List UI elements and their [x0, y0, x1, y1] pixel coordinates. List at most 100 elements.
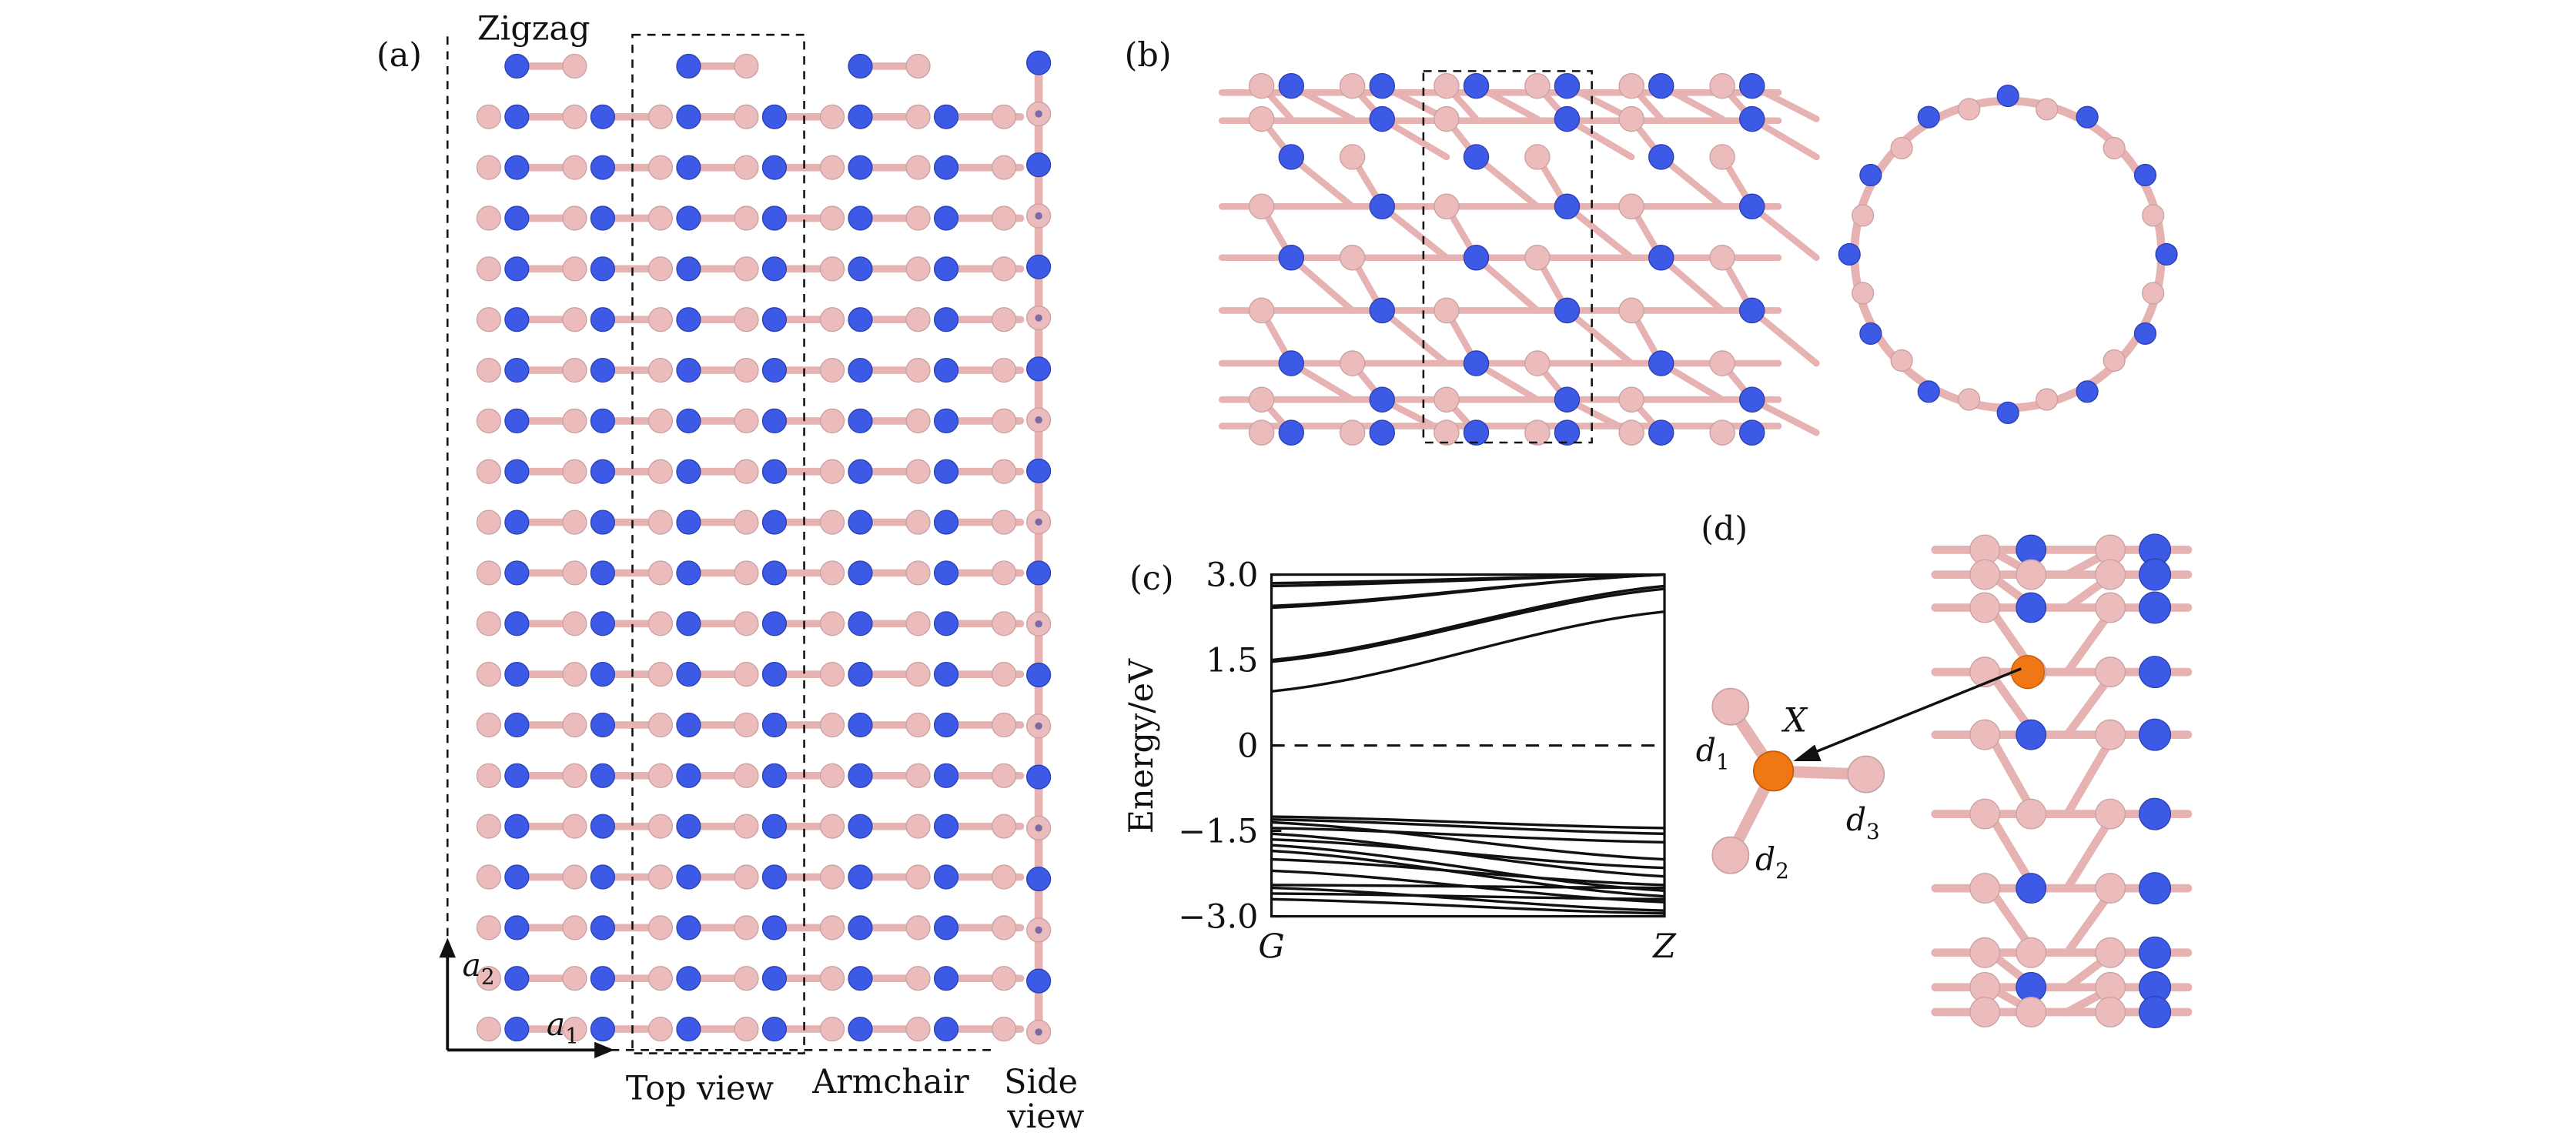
- nitrogen-atom: [761, 459, 788, 484]
- boron-atom: [1709, 419, 1735, 446]
- boron-atom: [1852, 282, 1875, 305]
- boron-atom: [905, 864, 931, 890]
- boron-atom: [476, 205, 501, 231]
- overlap-dot: [1035, 1028, 1042, 1036]
- nitrogen-atom: [1648, 72, 1674, 99]
- nitrogen-atom: [761, 864, 788, 890]
- boron-atom: [1969, 559, 2001, 590]
- nitrogen-atom: [1463, 245, 1490, 271]
- nitrogen-atom: [676, 966, 701, 991]
- overlap-dot: [1035, 722, 1042, 730]
- boron-atom: [562, 53, 587, 79]
- overlap-dot: [1035, 824, 1042, 832]
- nitrogen-atom: [676, 1016, 701, 1042]
- boron-atom: [562, 307, 587, 332]
- nitrogen-atom: [1738, 297, 1765, 324]
- nitrogen-atom: [504, 256, 530, 282]
- boron-atom: [562, 814, 587, 839]
- nitrogen-atom: [1738, 105, 1765, 132]
- boron-atom: [1618, 72, 1644, 99]
- nitrogen-atom: [590, 357, 615, 383]
- boron-atom: [647, 459, 674, 484]
- nitrogen-atom: [933, 510, 959, 535]
- neighbor-atom-3: [1847, 755, 1885, 794]
- boron-atom: [905, 307, 931, 332]
- boron-atom: [1618, 105, 1644, 132]
- armchair-label: Armchair: [811, 1063, 969, 1101]
- boron-atom: [1524, 144, 1551, 170]
- nitrogen-atom: [933, 560, 959, 586]
- band-line-8: [1271, 818, 1665, 835]
- nitrogen-atom: [676, 814, 701, 839]
- bond: [1658, 153, 1726, 210]
- boron-atom: [991, 1016, 1017, 1042]
- boron-atom: [2016, 798, 2047, 830]
- band-line-12: [1271, 837, 1665, 870]
- boron-atom: [562, 205, 587, 231]
- x-tick-label-z: Z: [1651, 927, 1677, 966]
- nitrogen-atom: [1996, 84, 2019, 108]
- nitrogen-atom: [676, 560, 701, 586]
- boron-atom: [562, 966, 587, 991]
- nitrogen-atom: [933, 662, 959, 687]
- boron-atom: [734, 307, 759, 332]
- nitrogen-atom: [590, 966, 615, 991]
- nitrogen-atom: [933, 966, 959, 991]
- boron-atom: [991, 560, 1017, 586]
- boron-atom: [647, 712, 674, 738]
- boron-atom: [819, 662, 845, 687]
- nitrogen-atom: [504, 357, 530, 383]
- nitrogen-atom: [933, 104, 959, 129]
- nitrogen-atom: [761, 256, 788, 282]
- nitrogen-atom: [848, 307, 873, 332]
- boron-atom: [905, 53, 931, 79]
- boron-atom: [647, 256, 674, 282]
- y-tick-label: 3.0: [1206, 556, 1258, 595]
- boron-atom: [476, 662, 501, 687]
- boron-atom: [819, 712, 845, 738]
- boron-atom: [819, 814, 845, 839]
- boron-atom: [2142, 282, 2165, 305]
- nitrogen-atom: [590, 560, 615, 586]
- boron-atom: [562, 459, 587, 484]
- nitrogen-atom: [676, 763, 701, 788]
- band-line-17: [1271, 884, 1665, 890]
- bond: [1473, 153, 1541, 210]
- boron-atom: [1248, 419, 1275, 446]
- boron-atom: [2095, 798, 2126, 830]
- nitrogen-atom: [676, 712, 701, 738]
- boron-atom: [991, 864, 1017, 890]
- nitrogen-atom: [761, 1016, 788, 1042]
- nitrogen-atom: [676, 864, 701, 890]
- nitrogen-atom: [504, 104, 530, 129]
- boron-atom: [476, 307, 501, 332]
- boron-atom: [562, 763, 587, 788]
- nitrogen-atom: [1369, 419, 1395, 446]
- nitrogen-atom: [848, 155, 873, 180]
- nitrogen-atom: [590, 104, 615, 129]
- band-line-4: [1271, 584, 1665, 662]
- nitrogen-atom: [1738, 193, 1765, 220]
- nitrogen-atom: [848, 1016, 873, 1042]
- boron-atom: [2095, 559, 2126, 590]
- nitrogen-atom: [1463, 144, 1490, 170]
- boron-atom: [734, 560, 759, 586]
- nitrogen-atom: [590, 611, 615, 636]
- d1-label: d1: [1696, 732, 1730, 775]
- nitrogen-atom: [590, 712, 615, 738]
- side-view-label-line1: Side: [1004, 1063, 1078, 1101]
- boron-atom: [2036, 388, 2059, 411]
- boron-atom: [734, 915, 759, 941]
- boron-atom: [734, 357, 759, 383]
- nitrogen-atom: [1026, 560, 1052, 586]
- boron-atom: [734, 712, 759, 738]
- nitrogen-atom: [1026, 764, 1052, 790]
- boron-atom: [1709, 245, 1735, 271]
- nitrogen-atom: [676, 357, 701, 383]
- boron-atom: [1524, 245, 1551, 271]
- nitrogen-atom: [848, 763, 873, 788]
- nitrogen-atom: [1026, 254, 1052, 279]
- boron-atom: [991, 510, 1017, 535]
- nitrogen-atom: [933, 915, 959, 941]
- y-tick-label: 1.5: [1206, 642, 1258, 680]
